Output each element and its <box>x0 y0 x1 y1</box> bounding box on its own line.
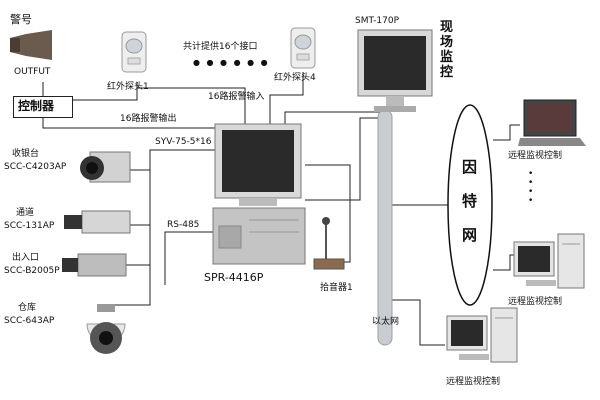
ir-sensor-4-label: 红外探头4 <box>274 73 316 83</box>
remote-2-label: 远程监视控制 <box>508 297 563 307</box>
remote-laptop-icon <box>518 99 586 146</box>
controller-box: 控制器 <box>13 96 73 118</box>
ports-dots: ● ● ● ● ● ● <box>193 58 270 67</box>
line-internet-remote2 <box>493 254 515 271</box>
internet-char-3: 网 <box>462 226 478 244</box>
camera-1-icon <box>80 151 131 183</box>
cable-label: SYV-75-5*16 <box>155 137 212 147</box>
line-camera-trunk <box>149 149 215 300</box>
camera-1-title: 收银台 <box>12 149 40 159</box>
camera-3-icon <box>62 253 127 277</box>
pickup-label: 拾音器1 <box>320 283 353 293</box>
ir-sensor-1-label: 红外探头1 <box>107 82 149 92</box>
camera-3-model: SCC-B2005P <box>4 266 60 276</box>
ethernet-bar <box>377 109 393 346</box>
line-camera-4 <box>105 300 151 306</box>
remote-3-label: 远程监视控制 <box>446 377 501 387</box>
internet-label: 因 特 网 <box>462 150 480 252</box>
monitor-title-char-4: 控 <box>440 65 454 80</box>
monitor-icon <box>357 29 433 112</box>
ir-sensor-4-icon <box>290 27 316 69</box>
line-internet-remote1 <box>493 124 520 141</box>
internet-ellipse <box>447 104 493 306</box>
controller-label: 控制器 <box>18 99 55 113</box>
ethernet-label: 以太网 <box>372 317 400 327</box>
monitor-title-char-2: 场 <box>440 35 454 50</box>
camera-4-title: 仓库 <box>18 303 37 313</box>
remote-dots: • • • • <box>528 169 534 206</box>
remote-pc-3-icon <box>446 307 518 363</box>
line-ir1-dvr <box>136 82 246 125</box>
internet-char-1: 因 <box>462 158 478 176</box>
alarm-speaker-icon <box>10 30 52 60</box>
camera-2-icon <box>64 210 131 234</box>
alarm-input-label: 16路报警输入 <box>208 92 265 102</box>
dvr-icon <box>212 123 306 265</box>
camera-4-dome-icon <box>86 304 126 354</box>
alarm-title: 警号 <box>10 13 32 26</box>
camera-1-model: SCC-C4203AP <box>4 162 67 172</box>
internet-char-2: 特 <box>462 192 478 210</box>
alarm-output-line-label: 16路报警输出 <box>120 114 177 124</box>
alarm-output-label: OUTFUT <box>14 67 51 77</box>
remote-1-label: 远程监视控制 <box>508 151 563 161</box>
camera-4-model: SCC-643AP <box>4 316 55 326</box>
monitor-title-char-1: 现 <box>440 20 454 35</box>
remote-pc-2-icon <box>513 233 585 289</box>
monitor-title: 现 场 监 控 <box>440 20 454 80</box>
ports-note: 共计提供16个接口 <box>183 42 258 52</box>
camera-3-title: 出入口 <box>12 253 40 263</box>
dvr-label: SPR-4416P <box>204 271 264 284</box>
rs485-label: RS-485 <box>167 220 200 230</box>
camera-2-model: SCC-131AP <box>4 221 55 231</box>
ir-sensor-1-icon <box>121 31 147 73</box>
line-ir4-dvr <box>269 72 304 125</box>
camera-2-title: 通道 <box>16 208 35 218</box>
line-ethernet-remote <box>392 299 445 346</box>
line-rs485 <box>164 231 215 285</box>
microphone-icon <box>313 217 345 270</box>
monitor-model: SMT-170P <box>355 16 400 26</box>
monitor-title-char-3: 监 <box>440 50 454 65</box>
line-dvr-ethernet <box>305 117 378 201</box>
